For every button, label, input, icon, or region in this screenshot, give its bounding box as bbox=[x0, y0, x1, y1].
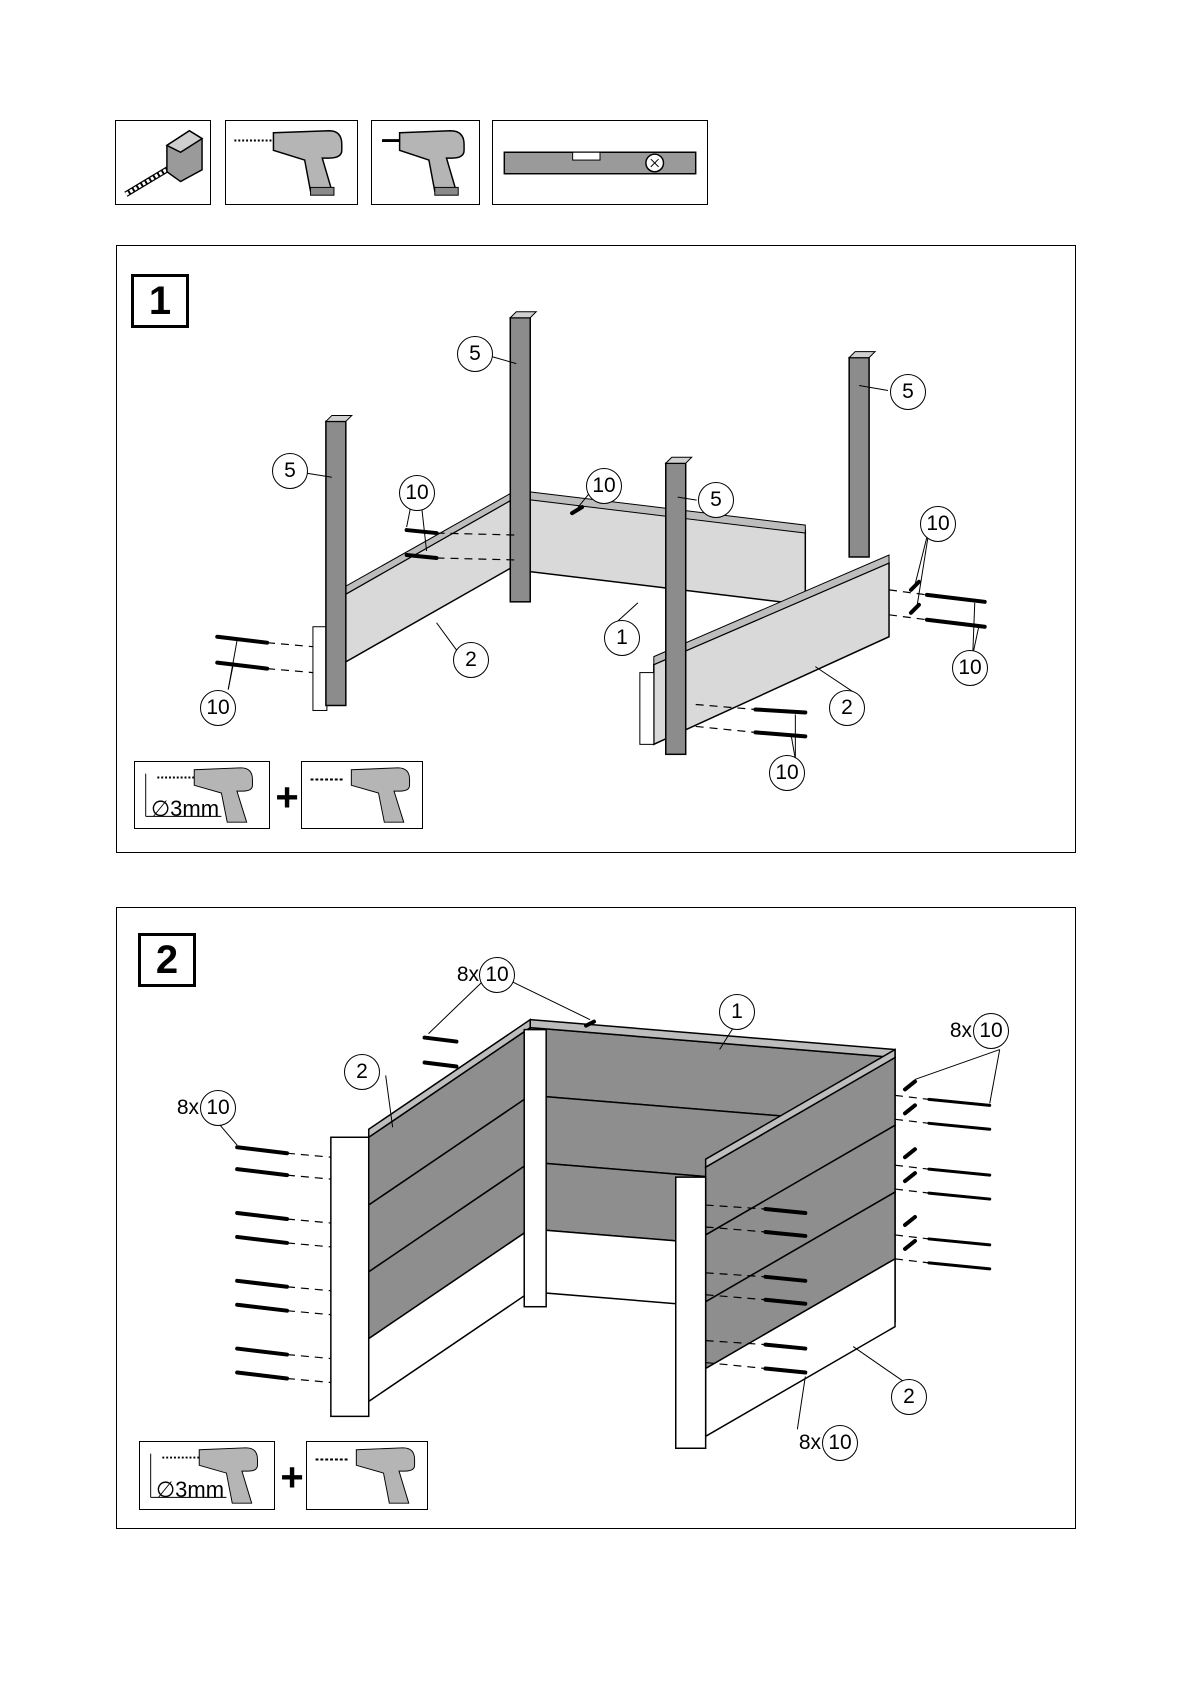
callout-screw-10: 10 bbox=[973, 1013, 1009, 1049]
callout-back-board-1: 1 bbox=[719, 994, 755, 1030]
callout-side-board-2: 2 bbox=[453, 642, 489, 678]
callout-screw-10: 10 bbox=[822, 1425, 858, 1461]
drill-bit-size: ∅3mm bbox=[151, 796, 219, 822]
callout-screw-10: 10 bbox=[952, 650, 988, 686]
callout-side-board-2: 2 bbox=[344, 1054, 380, 1090]
plus-sign: + bbox=[275, 776, 298, 821]
callout-screw-10: 10 bbox=[200, 690, 236, 726]
tape-measure-icon bbox=[115, 120, 211, 205]
drill-bit-size: ∅3mm bbox=[156, 1477, 224, 1503]
screwdriver-icon bbox=[306, 1441, 428, 1510]
callout-post-5: 5 bbox=[698, 482, 734, 518]
step-2-assembly-illustration bbox=[117, 908, 1075, 1528]
pre-drill-icon: ∅3mm bbox=[134, 761, 270, 829]
callout-post-5: 5 bbox=[272, 453, 308, 489]
callout-side-board-2: 2 bbox=[891, 1379, 927, 1415]
callout-screw-10: 10 bbox=[586, 468, 622, 504]
power-drill-icon bbox=[225, 120, 358, 205]
step-2-panel: 2 bbox=[116, 907, 1076, 1529]
callout-screw-10: 10 bbox=[200, 1090, 236, 1126]
callout-post-5: 5 bbox=[457, 336, 493, 372]
callout-screw-10: 10 bbox=[479, 957, 515, 993]
callout-side-board-2: 2 bbox=[829, 690, 865, 726]
step-1-panel: 1 bbox=[116, 245, 1076, 853]
quantity-label: 8x bbox=[457, 963, 479, 987]
callout-screw-10: 10 bbox=[920, 506, 956, 542]
pre-drill-icon: ∅3mm bbox=[139, 1441, 275, 1510]
plus-sign: + bbox=[280, 1456, 303, 1501]
callout-screw-10: 10 bbox=[399, 475, 435, 511]
quantity-label: 8x bbox=[950, 1019, 972, 1043]
screwdriver-icon bbox=[301, 761, 423, 829]
callout-post-5: 5 bbox=[890, 374, 926, 410]
callout-screw-10: 10 bbox=[769, 755, 805, 791]
callout-back-board-1: 1 bbox=[604, 620, 640, 656]
spirit-level-icon bbox=[492, 120, 708, 205]
screwdriver-drill-icon bbox=[371, 120, 480, 205]
quantity-label: 8x bbox=[177, 1096, 199, 1120]
quantity-label: 8x bbox=[799, 1431, 821, 1455]
